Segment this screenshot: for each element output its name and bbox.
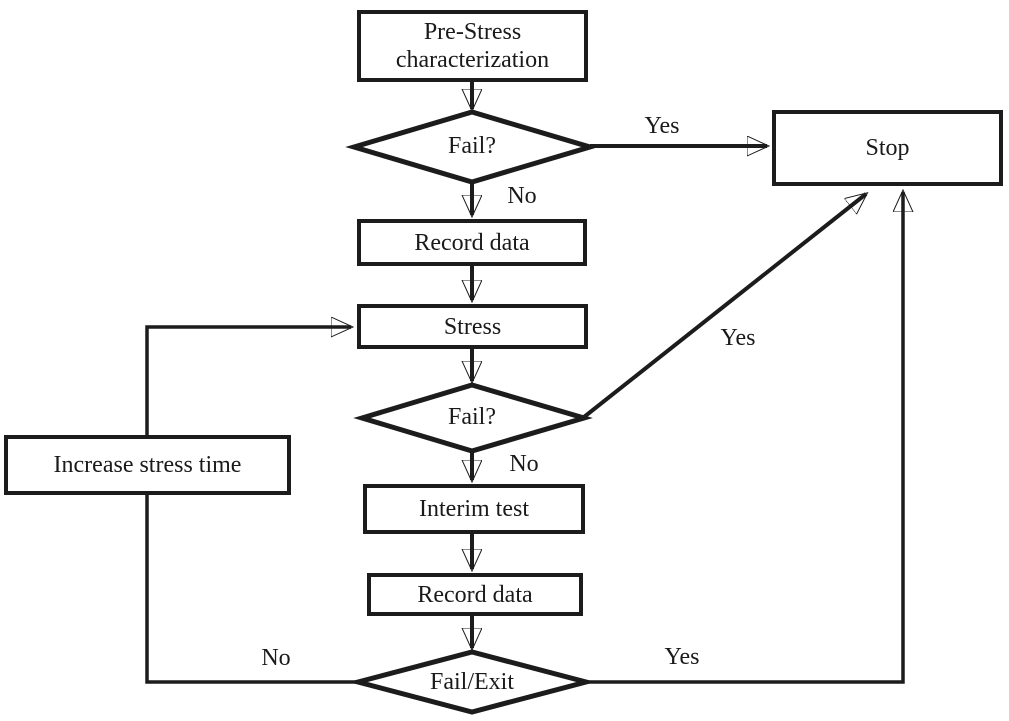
node-label: Record data bbox=[414, 229, 530, 256]
edge-label-fail-exit-yes: Yes bbox=[664, 644, 700, 670]
decision-fail1-shape bbox=[345, 109, 599, 185]
node-label: Stop bbox=[865, 135, 910, 161]
edge-failexit-no-loop-to-stress bbox=[145, 327, 358, 684]
edge-fail2-yes-to-stop bbox=[582, 194, 866, 419]
edge-label-fail1-no: No bbox=[507, 183, 537, 209]
node-record-data-1: Record data bbox=[357, 219, 587, 266]
node-stress: Stress bbox=[357, 304, 588, 349]
decision-fail2-shape bbox=[353, 382, 593, 454]
edge-label-fail1-yes: Yes bbox=[644, 113, 680, 139]
node-record-data-2: Record data bbox=[367, 573, 583, 616]
node-label: Record data bbox=[417, 581, 533, 608]
node-label: Interim test bbox=[419, 496, 529, 522]
node-label: Stress bbox=[443, 313, 502, 340]
node-stop: Stop bbox=[772, 110, 1003, 186]
edge-label-fail2-yes: Yes bbox=[720, 325, 756, 351]
decision-fail-exit-shape bbox=[348, 649, 596, 715]
node-label: Increase stress time bbox=[53, 452, 242, 478]
edge-label-fail2-no: No bbox=[509, 451, 539, 477]
decision-fail-exit-label: Fail/Exit bbox=[430, 669, 514, 695]
edge-label-fail-exit-no: No bbox=[261, 645, 291, 671]
edge-failexit-yes-to-stop bbox=[586, 192, 903, 684]
decision-fail1-label: Fail? bbox=[448, 133, 496, 159]
node-interim-test: Interim test bbox=[363, 484, 585, 534]
decision-fail2-label: Fail? bbox=[448, 404, 496, 430]
node-increase-stress-time: Increase stress time bbox=[4, 435, 291, 495]
